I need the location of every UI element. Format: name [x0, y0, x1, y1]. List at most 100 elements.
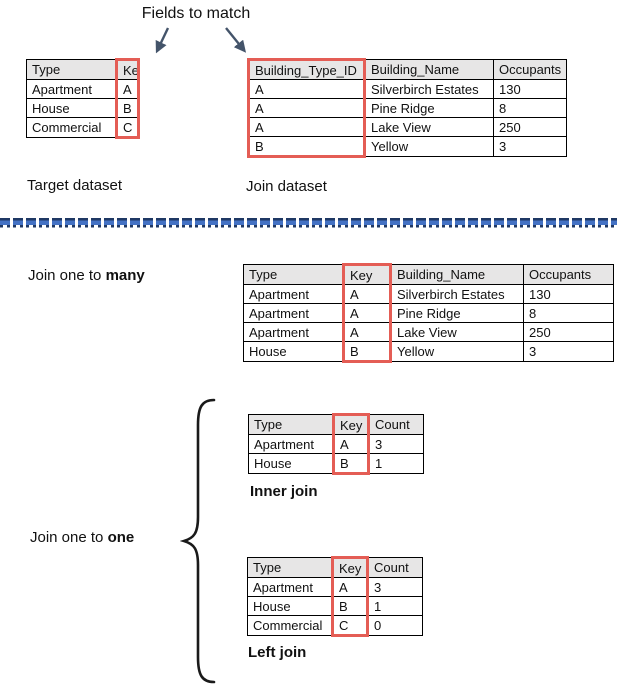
column-header: Key [115, 58, 140, 80]
inner-join-label: Inner join [250, 483, 318, 500]
table-cell: Pine Ridge [390, 303, 524, 323]
table-cell: Lake View [364, 117, 494, 137]
join-one-to-many-prefix: Join one to [28, 267, 106, 284]
column-header: Type [247, 557, 333, 578]
table-cell: A [247, 79, 366, 99]
table-cell: A [342, 322, 392, 342]
table-cell: Silverbirch Estates [364, 79, 494, 99]
column-header: Key [331, 556, 369, 578]
column-header: Type [248, 414, 334, 435]
column-header: Count [368, 414, 424, 435]
table-cell: House [243, 341, 344, 362]
table-cell: B [115, 98, 140, 118]
table-cell: A [115, 79, 140, 99]
table-cell: House [26, 98, 117, 118]
column-header: Type [243, 264, 344, 285]
table-cell: 3 [493, 136, 567, 157]
table-cell: B [332, 453, 370, 475]
right-arrow-icon [225, 27, 247, 53]
column-header: Key [342, 263, 392, 285]
join-one-to-many-label: Join one to many [28, 266, 145, 285]
target-table: TypeKeyApartmentAHouseBCommercialC [26, 58, 140, 139]
table-cell: A [342, 284, 392, 304]
column-header: Building_Name [364, 59, 494, 80]
table-cell: Pine Ridge [364, 98, 494, 118]
table-cell: 1 [367, 596, 423, 616]
table-cell: Commercial [26, 117, 117, 138]
table-cell: 130 [493, 79, 567, 99]
join-one-to-one-label: Join one to one [30, 528, 134, 547]
column-header: Occupants [493, 59, 567, 80]
table-cell: A [331, 577, 369, 597]
table-cell: C [115, 117, 140, 139]
table-cell: 3 [368, 434, 424, 454]
table-cell: Apartment [243, 303, 344, 323]
join-one-to-many-bold: many [105, 267, 145, 284]
table-cell: 130 [523, 284, 614, 304]
column-header: Type [26, 59, 117, 80]
table-cell: A [332, 434, 370, 454]
target-dataset-label: Target dataset [27, 177, 123, 194]
table-cell: 3 [367, 577, 423, 597]
table-cell: 1 [368, 453, 424, 474]
join-one-to-one-bold: one [107, 529, 135, 546]
table-cell: A [247, 117, 366, 137]
column-header: Occupants [523, 264, 614, 285]
table-cell: House [247, 596, 333, 616]
column-header: Key [332, 413, 370, 435]
table-cell: B [342, 341, 392, 363]
curly-brace-icon [180, 398, 216, 684]
table-cell: Apartment [248, 434, 334, 454]
column-header: Building_Type_ID [247, 58, 366, 80]
table-cell: 8 [493, 98, 567, 118]
table-cell: 3 [523, 341, 614, 362]
left-arrow-icon [155, 27, 170, 54]
table-cell: Apartment [243, 284, 344, 304]
table-cell: Apartment [243, 322, 344, 342]
column-header: Building_Name [390, 264, 524, 285]
left-join-label: Left join [248, 644, 307, 661]
table-cell: C [331, 615, 369, 637]
table-cell: Yellow [364, 136, 494, 157]
table-cell: Lake View [390, 322, 524, 342]
table-cell: 8 [523, 303, 614, 323]
table-cell: Silverbirch Estates [390, 284, 524, 304]
table-cell: 250 [523, 322, 614, 342]
join-one-to-one-prefix: Join one to [30, 529, 108, 546]
table-cell: A [247, 98, 366, 118]
table-cell: Apartment [26, 79, 117, 99]
table-cell: 250 [493, 117, 567, 137]
join-dataset-label: Join dataset [246, 178, 327, 195]
table-cell: 0 [367, 615, 423, 636]
table-cell: Yellow [390, 341, 524, 362]
table-cell: B [331, 596, 369, 616]
table-cell: B [247, 136, 366, 158]
fields-to-match-arrows [155, 27, 247, 54]
column-header: Count [367, 557, 423, 578]
fields-to-match-label: Fields to match [141, 5, 251, 22]
